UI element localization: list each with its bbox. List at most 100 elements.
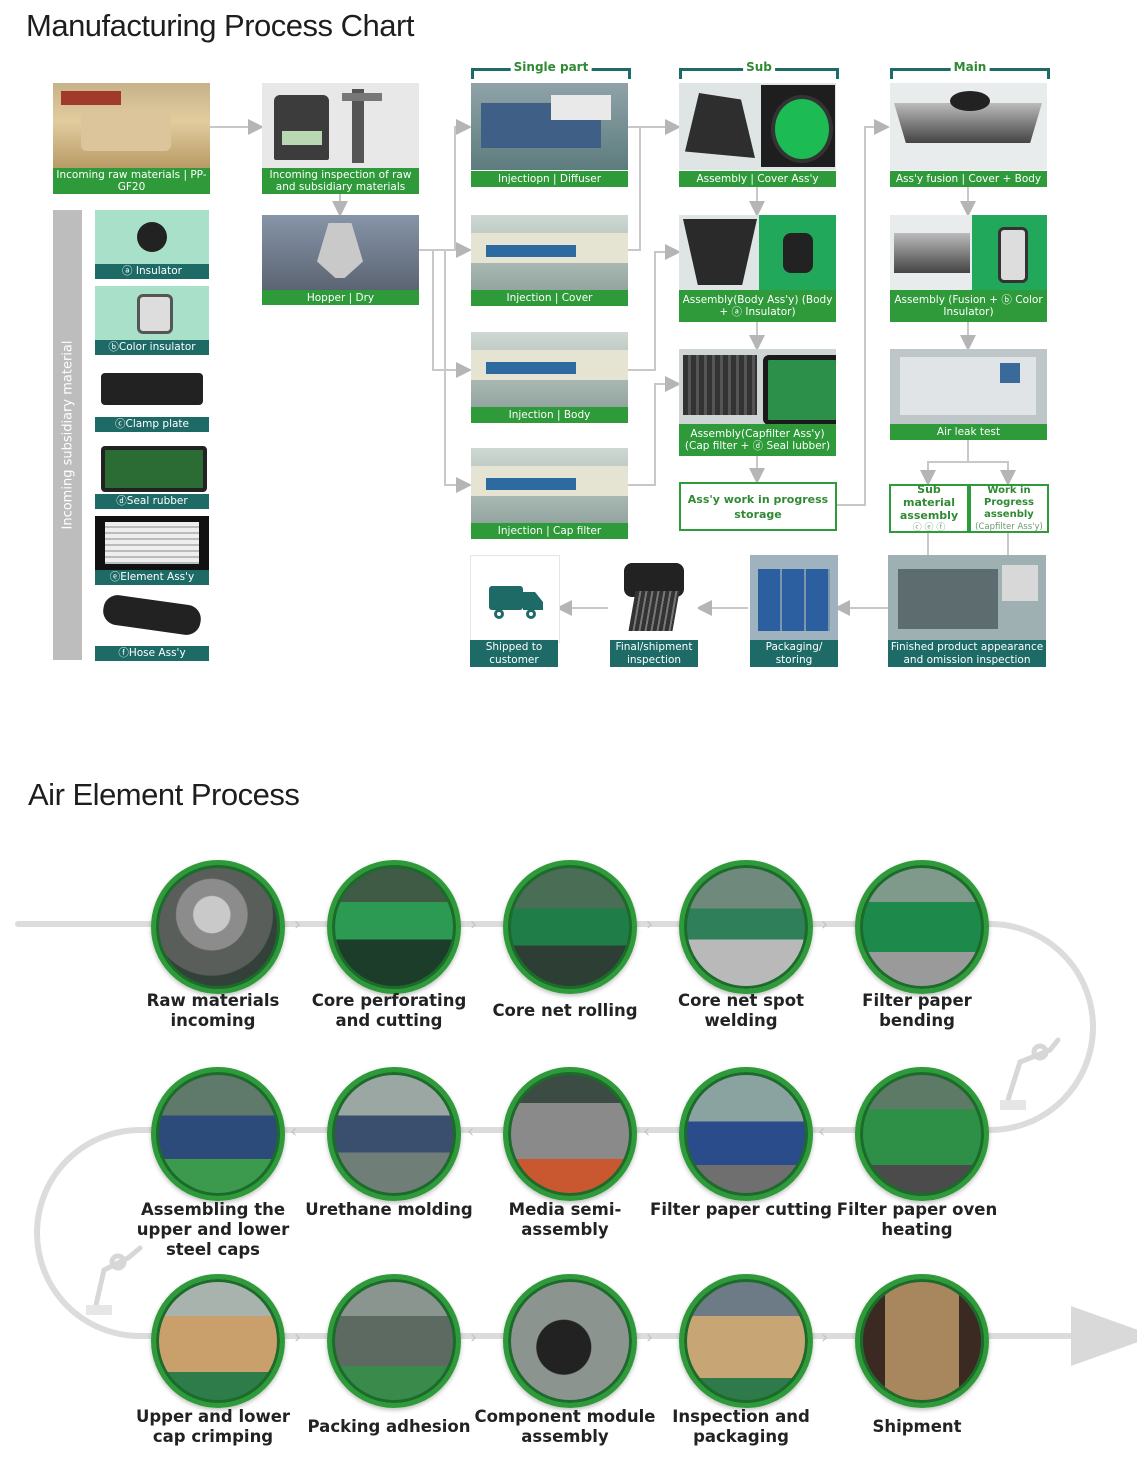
- wip-storage-box: Ass'y work in progress storage: [679, 482, 837, 531]
- finished-inspection-photo: [888, 555, 1046, 641]
- material-caption: ⓒClamp plate: [95, 417, 209, 432]
- step-label: Component module assembly: [474, 1407, 656, 1446]
- step-label: Filter paper bending: [862, 991, 972, 1030]
- step-label: Media semi-assembly: [508, 1200, 622, 1239]
- fusion-assembly-photo: [890, 215, 1047, 290]
- step-photo: [151, 860, 285, 994]
- svg-text:›: ›: [294, 914, 301, 935]
- step-photo: [855, 860, 989, 994]
- step-photo: [679, 1274, 813, 1408]
- bottom-caption: Final/shipment inspection: [610, 640, 698, 667]
- cover-assy-photo: [679, 83, 836, 170]
- svg-text:‹: ‹: [818, 1121, 825, 1142]
- main-label: Main: [950, 60, 990, 74]
- robot-arm-icon: [86, 1245, 143, 1315]
- subsidiary-sidebar: Incoming subsidiary material: [53, 210, 82, 660]
- clamp-plate-photo: [95, 363, 209, 417]
- step-photo: [679, 1067, 813, 1201]
- hopper-photo: [262, 215, 419, 290]
- seal-rubber-photo: [95, 440, 209, 494]
- color-insulator-photo: [95, 286, 209, 340]
- step-label: Upper and lower cap crimping: [135, 1407, 291, 1446]
- wip-assembly-label: Work in Progress assenbly: [984, 484, 1034, 520]
- page-title: Manufacturing Process Chart: [26, 8, 414, 43]
- injection-body-photo: [471, 332, 628, 407]
- svg-text:›: ›: [294, 1327, 301, 1348]
- step-label: Inspection and packaging: [672, 1407, 810, 1446]
- main-caption: Assembly (Fusion + ⓑ Color Insulator): [890, 290, 1047, 322]
- step-label: Shipment: [872, 1417, 962, 1436]
- step-label: Packing adhesion: [307, 1417, 471, 1436]
- raw-materials-caption: Incoming raw materials | PP-GF20: [53, 168, 210, 194]
- capfilter-assy-photo: [679, 349, 836, 424]
- section-title: Air Element Process: [28, 777, 300, 812]
- material-caption: ⓔElement Ass'y: [95, 570, 209, 585]
- step-photo: [327, 1274, 461, 1408]
- bottom-caption: Finished product appearance and omission…: [888, 640, 1046, 667]
- sub-material-assembly-label: Sub material assembly: [899, 482, 959, 522]
- step-photo: [679, 860, 813, 994]
- body-assy-photo: [679, 215, 836, 290]
- svg-text:›: ›: [821, 1327, 828, 1348]
- svg-text:›: ›: [470, 1327, 477, 1348]
- material-caption: ⓕHose Ass'y: [95, 646, 209, 661]
- sub-material-codes: ⓒ ⓔ ⓕ: [912, 522, 946, 533]
- injection-caption: Injection | Body: [471, 407, 628, 423]
- step-photo: [503, 860, 637, 994]
- svg-text:›: ›: [646, 1327, 653, 1348]
- raw-materials-photo: [53, 83, 210, 168]
- step-photo: [503, 1274, 637, 1408]
- injection-diffuser-photo: [471, 83, 628, 170]
- sub-caption: Assembly(Capfilter Ass'y) (Cap filter + …: [679, 424, 836, 456]
- wip-assembly-box: Work in Progress assenbly (Capfilter Ass…: [969, 484, 1049, 533]
- step-photo: [151, 1274, 285, 1408]
- svg-text:›: ›: [646, 914, 653, 935]
- material-caption: ⓑColor insulator: [95, 340, 209, 355]
- bottom-caption: Packaging/ storing: [750, 640, 838, 667]
- step-photo: [855, 1067, 989, 1201]
- step-label: Filter paper oven heating: [836, 1200, 998, 1239]
- step-photo: [503, 1067, 637, 1201]
- assy-fusion-photo: [890, 83, 1047, 170]
- main-caption: Air leak test: [890, 424, 1047, 440]
- svg-text:‹: ‹: [290, 1121, 297, 1142]
- step-photo: [855, 1274, 989, 1408]
- final-inspection-photo: [610, 555, 698, 641]
- wip-assembly-sub: (Capfilter Ass'y): [975, 521, 1043, 532]
- material-caption: ⓓSeal rubber: [95, 494, 209, 509]
- insulator-photo: [95, 210, 209, 264]
- injection-caption: Injectiopn | Diffuser: [471, 171, 628, 187]
- element-assy-photo: [95, 516, 209, 570]
- step-photo: [327, 860, 461, 994]
- step-photo: [327, 1067, 461, 1201]
- packaging-photo: [750, 555, 838, 641]
- svg-text:‹: ‹: [467, 1121, 474, 1142]
- svg-text:›: ›: [470, 914, 477, 935]
- sub-bracket: Sub: [679, 60, 839, 79]
- svg-text:›: ›: [821, 914, 828, 935]
- step-label: Assembling the upper and lower steel cap…: [136, 1200, 290, 1259]
- step-label: Filter paper cutting: [650, 1200, 832, 1219]
- injection-caption: Injection | Cap filter: [471, 523, 628, 539]
- injection-capfilter-photo: [471, 448, 628, 523]
- air-leak-photo: [890, 349, 1047, 424]
- step-label: Core perforating and cutting: [311, 991, 467, 1030]
- sub-label: Sub: [743, 60, 775, 74]
- step-label: Raw materials incoming: [146, 991, 280, 1030]
- step-label: Core net rolling: [492, 1001, 638, 1020]
- step-label: Urethane molding: [305, 1200, 473, 1219]
- sub-caption: Assembly(Body Ass'y) (Body + ⓐ Insulator…: [679, 290, 836, 322]
- truck-icon: [489, 586, 543, 619]
- injection-cover-photo: [471, 215, 628, 290]
- single-part-label: Single part: [510, 60, 592, 74]
- flow-connectors: [210, 119, 1016, 616]
- main-bracket: Main: [890, 60, 1050, 79]
- single-part-bracket: Single part: [471, 60, 631, 79]
- sub-material-assembly-box: Sub material assembly ⓒ ⓔ ⓕ: [889, 482, 969, 533]
- material-caption: ⓐ Insulator: [95, 264, 209, 279]
- main-caption: Ass'y fusion | Cover + Body: [890, 171, 1047, 187]
- sub-caption: Assembly | Cover Ass'y: [679, 171, 836, 187]
- injection-caption: Injection | Cover: [471, 290, 628, 306]
- hopper-caption: Hopper | Dry: [262, 290, 419, 305]
- inspection-caption: Incoming inspection of raw and subsidiar…: [262, 168, 419, 194]
